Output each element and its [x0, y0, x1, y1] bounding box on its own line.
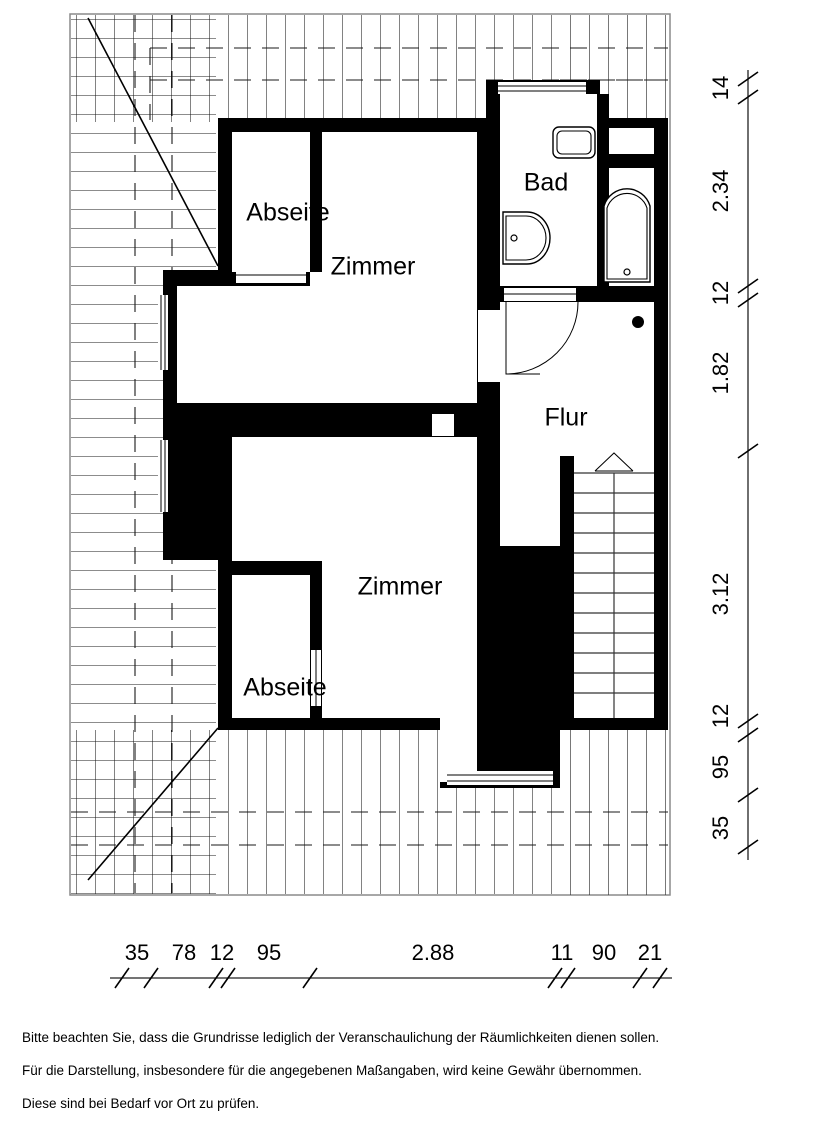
room-labels: Abseite Zimmer Bad Flur Zimmer Abseite	[243, 169, 587, 702]
dim-label-right-6: 95	[708, 755, 733, 779]
room-abseite-bottom-area	[232, 575, 310, 718]
drawing-frame	[69, 13, 671, 896]
stair-up-arrow-icon	[594, 452, 634, 472]
wall-niche	[432, 414, 454, 436]
roof-hip-line-top	[87, 17, 219, 267]
room-label-zimmer-bottom: Zimmer	[358, 573, 443, 601]
room-label-bad: Bad	[524, 169, 568, 197]
staircase-icon	[574, 452, 654, 718]
room-interiors	[177, 94, 654, 782]
door-opening-zimmer-flur	[478, 310, 500, 382]
disclaimer-line-2: Für die Darstellung, insbesondere für di…	[22, 1062, 642, 1078]
window-zimmer-bottom-left-a	[158, 440, 168, 512]
room-label-abseite-bottom: Abseite	[243, 674, 326, 702]
dim-label-bottom-6: 90	[592, 940, 616, 965]
dimension-ruler-right: 14 2.34 12 1.82 3.12 12 95 35	[708, 70, 759, 860]
window-zimmer-top-left-a	[158, 295, 168, 370]
sink-icon	[502, 211, 551, 265]
dim-label-right-5: 12	[708, 704, 733, 728]
dim-label-bottom-2: 12	[210, 940, 234, 965]
disclaimer-text: Bitte beachten Sie, dass die Grundrisse …	[22, 1013, 722, 1129]
dim-label-right-0: 14	[708, 76, 733, 100]
room-label-flur: Flur	[544, 404, 587, 432]
dim-label-right-7: 35	[708, 816, 733, 840]
switch-dot-icon	[632, 316, 644, 328]
bathroom-fixtures	[502, 126, 651, 283]
disclaimer-line-1: Bitte beachten Sie, dass die Grundrisse …	[22, 1029, 660, 1045]
dim-label-right-4: 3.12	[708, 573, 733, 616]
disclaimer-line-3: Diese sind bei Bedarf vor Ort zu prüfen.	[22, 1095, 260, 1111]
window-bad-top	[498, 82, 586, 94]
floorplan-svg: Abseite Zimmer Bad Flur Zimmer Abseite 3…	[69, 13, 759, 989]
door-swing-icon	[504, 288, 579, 375]
dim-label-right-1: 2.34	[708, 170, 733, 213]
room-flur-area	[500, 302, 654, 456]
dim-label-bottom-0: 35	[125, 940, 149, 965]
dim-label-bottom-5: 11	[551, 940, 574, 965]
floorplan-container: Abseite Zimmer Bad Flur Zimmer Abseite 3…	[22, 13, 759, 1111]
dimension-ruler-bottom: 35 78 12 95 2.88 11 90 21	[110, 940, 672, 989]
dim-label-bottom-4: 2.88	[412, 940, 455, 965]
dim-label-bottom-7: 21	[638, 940, 662, 965]
doors-and-windows	[158, 82, 644, 785]
room-label-zimmer-top: Zimmer	[331, 253, 416, 281]
window-zimmer-bottom	[447, 771, 553, 785]
dim-label-bottom-1: 78	[172, 940, 196, 965]
room-label-abseite-top: Abseite	[246, 199, 329, 227]
dim-label-right-3: 1.82	[708, 352, 733, 395]
roof-hip-line-bottom	[87, 727, 219, 881]
dim-label-right-2: 12	[708, 281, 733, 305]
dim-label-bottom-3: 95	[257, 940, 281, 965]
bathtub-icon	[603, 188, 651, 283]
room-zimmer-top-area-b	[177, 286, 477, 403]
room-abseite-top-area	[232, 132, 310, 272]
toilet-icon	[552, 126, 596, 159]
room-zimmer-bottom-ext	[440, 437, 477, 782]
room-flur-area-lower	[500, 456, 562, 560]
